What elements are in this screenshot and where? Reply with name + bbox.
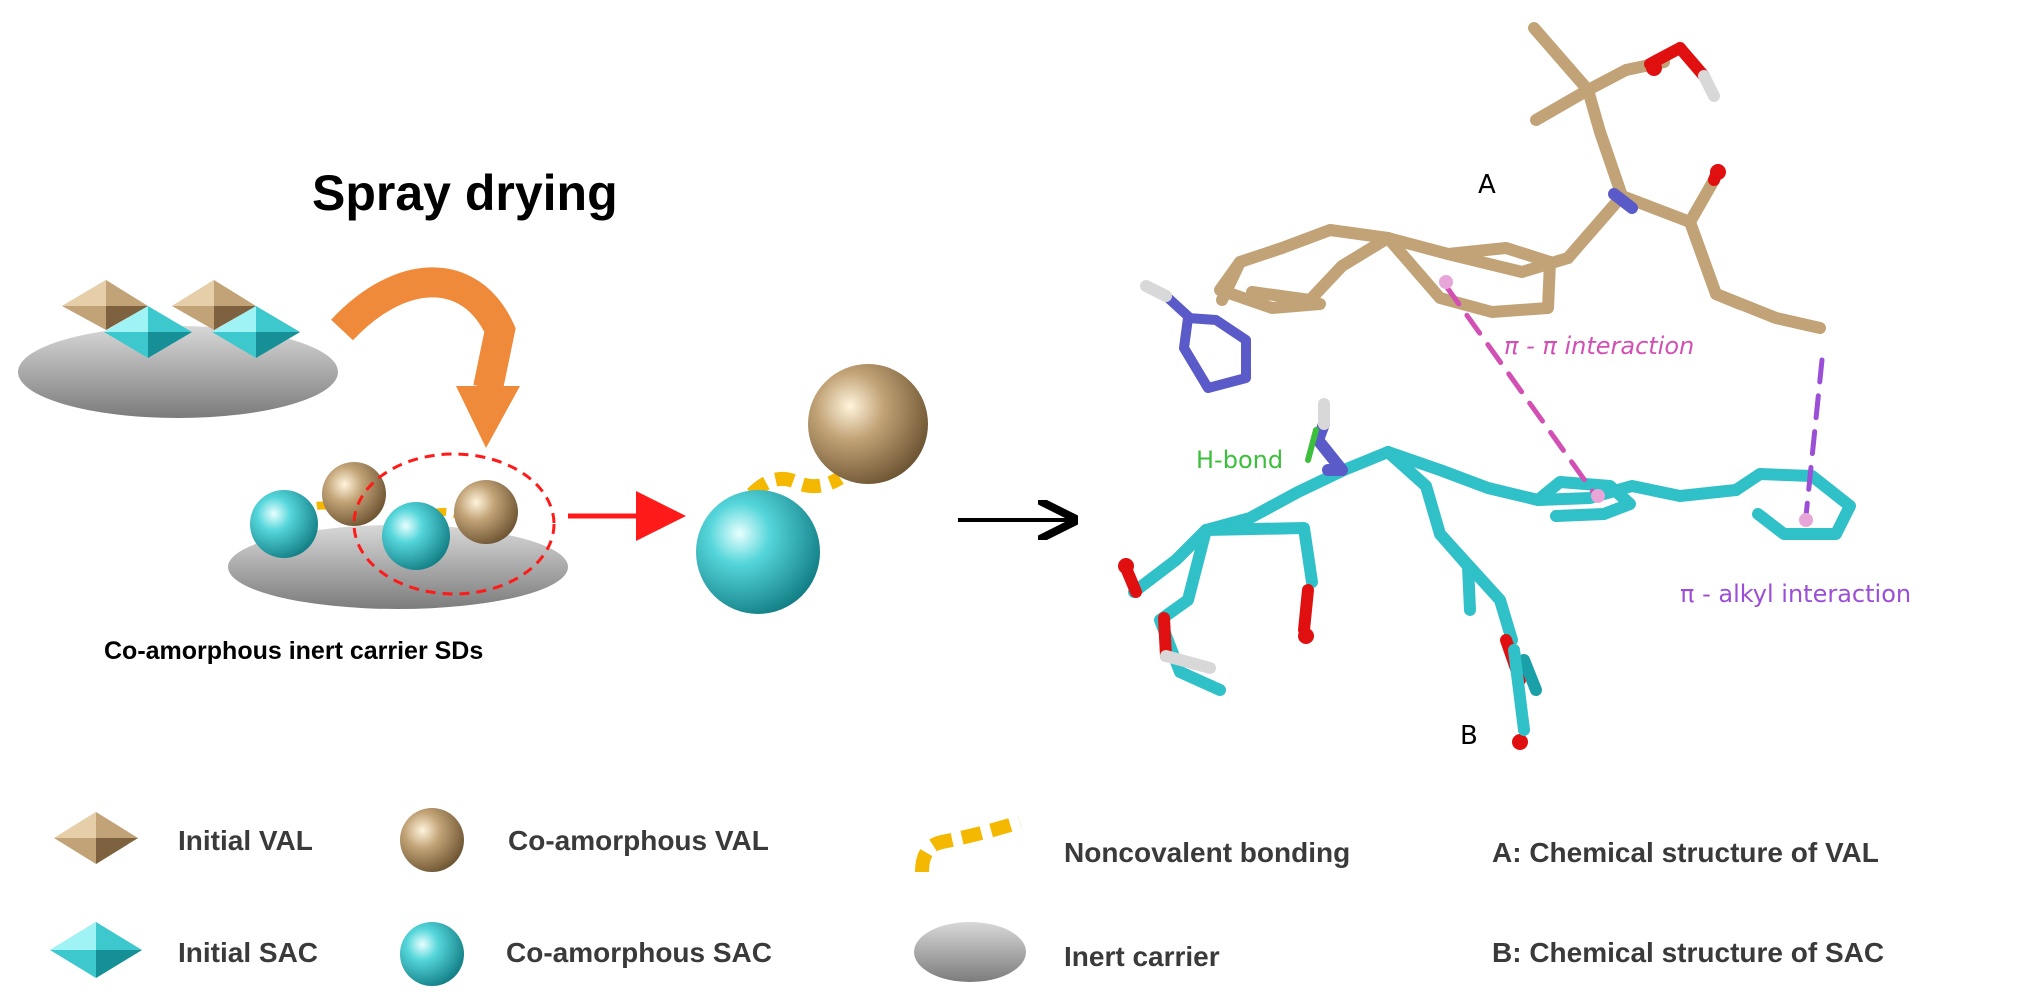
zoomed-pair: [696, 364, 928, 614]
molecular-structure: [1118, 22, 1856, 750]
legend-coamorph-sac: Co-amorphous SAC: [506, 937, 772, 968]
inert-carrier-disk-bottom: [228, 525, 568, 609]
legend-initial-sac-icon: [50, 922, 142, 978]
legend-coamorph-val: Co-amorphous VAL: [508, 825, 769, 856]
initial-val-crystal-2: [172, 280, 256, 330]
sac-molecule: [1128, 446, 1856, 696]
initial-mixture: [18, 280, 338, 418]
pi-pi-line: [1443, 283, 1599, 499]
legend-def-a: A: Chemical structure of VAL: [1492, 837, 1879, 868]
sac-sphere-2: [382, 502, 450, 570]
coamorphous-mixture: [228, 452, 568, 609]
spray-drying-arrow: [331, 267, 520, 448]
label-a: A: [1478, 170, 1496, 200]
spray-drying-title: Spray drying: [312, 165, 618, 221]
val-sphere-1: [322, 462, 386, 526]
zoomed-val-sphere: [808, 364, 928, 484]
legend-inert-carrier: Inert carrier: [1064, 941, 1220, 972]
val-sphere-2: [454, 480, 518, 544]
label-b: B: [1460, 721, 1478, 751]
pi-alkyl-label: π - alkyl interaction: [1680, 580, 1911, 608]
val-molecule: [1214, 22, 1826, 334]
pi-alkyl-line: [1803, 357, 1825, 519]
legend-initial-val-icon: [54, 812, 138, 864]
legend-inert-carrier-icon: [914, 922, 1026, 982]
initial-sac-crystal-2: [212, 306, 300, 358]
hbond-label: H-bond: [1196, 446, 1283, 474]
zoom-highlight-circle: [352, 452, 556, 596]
zoomed-sac-sphere: [696, 490, 820, 614]
legend-initial-val: Initial VAL: [178, 825, 313, 856]
initial-sac-crystal-1: [104, 306, 192, 358]
coamorphous-caption: Co-amorphous inert carrier SDs: [104, 637, 483, 665]
legend-initial-sac: Initial SAC: [178, 937, 318, 968]
legend-def-b: B: Chemical structure of SAC: [1492, 937, 1884, 968]
pi-pi-label: π - π interaction: [1504, 332, 1694, 360]
legend-coamorph-val-icon: [400, 808, 464, 872]
legend-noncovalent: Noncovalent bonding: [1064, 837, 1350, 868]
hbond-line: [1305, 427, 1319, 463]
legend: Initial VAL Initial SAC Co-amorphous VAL…: [50, 808, 1884, 986]
legend-noncovalent-icon: [915, 815, 1023, 873]
imidazole-ring: [1161, 291, 1251, 393]
initial-val-crystal-1: [62, 280, 148, 330]
sac-sphere-1: [250, 490, 318, 558]
legend-coamorph-sac-icon: [400, 922, 464, 986]
